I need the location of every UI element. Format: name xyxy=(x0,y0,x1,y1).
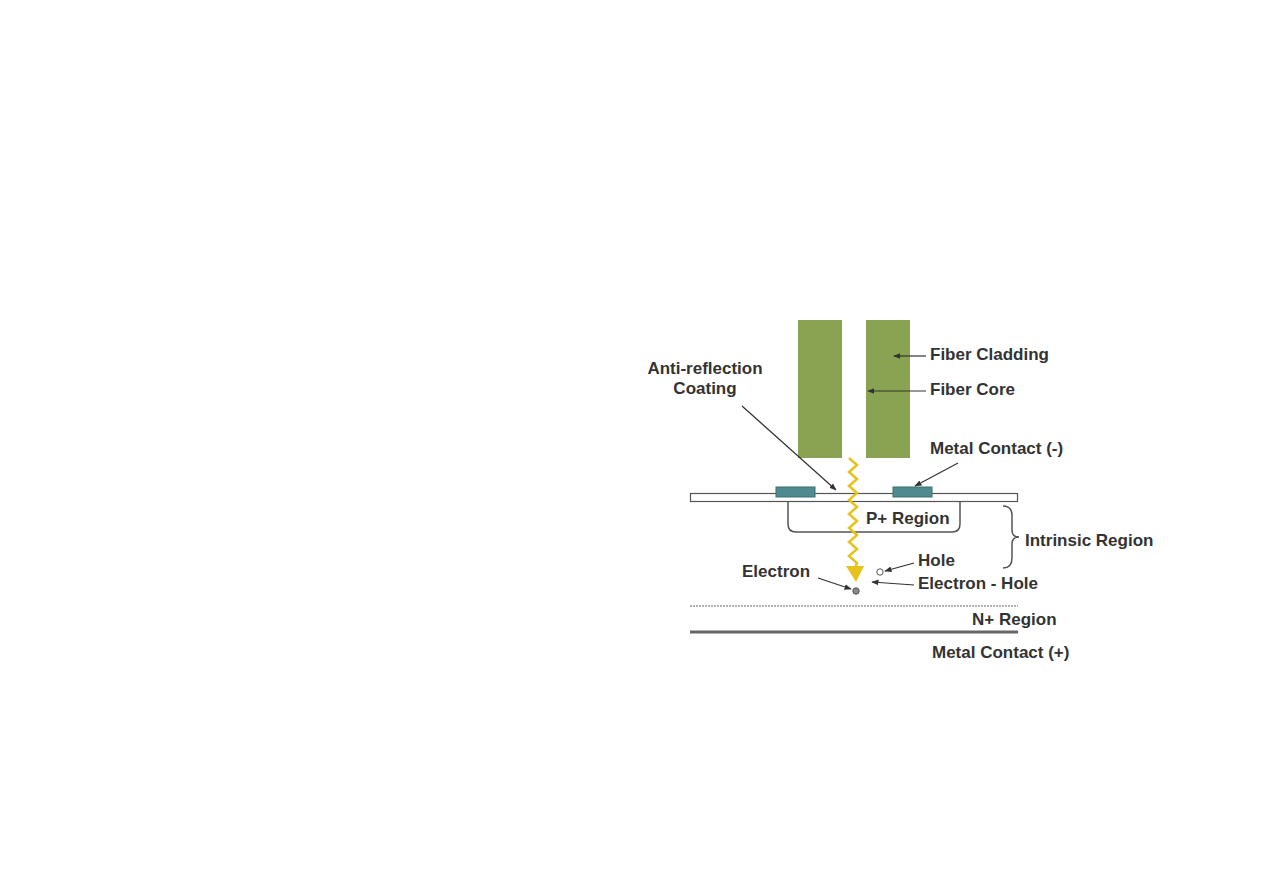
fiber-cladding-right xyxy=(866,320,910,458)
electron-dot xyxy=(853,588,859,594)
part-label: Metal Contact (+) xyxy=(932,643,1069,663)
light-ray-line xyxy=(849,458,857,568)
n-region-boundary xyxy=(690,605,1018,607)
leader-line xyxy=(872,582,914,585)
leader-line xyxy=(894,355,926,356)
fiber-cladding-left xyxy=(798,320,842,458)
part-label: Anti-reflection Coating xyxy=(632,359,778,400)
part-label: Electron xyxy=(742,562,810,582)
fiber-core xyxy=(842,320,866,458)
part-label: N+ Region xyxy=(972,610,1057,630)
leader-line xyxy=(915,463,958,486)
part-label: P+ Region xyxy=(866,509,950,529)
metal-contact-bottom xyxy=(690,631,1018,634)
part-label: Metal Contact (-) xyxy=(930,439,1063,459)
leader-line xyxy=(885,563,914,571)
hole-dot xyxy=(877,569,883,575)
part-label: Fiber Core xyxy=(930,380,1015,400)
metal-contact xyxy=(893,487,932,497)
leader-lines xyxy=(742,356,958,589)
bracket xyxy=(1003,506,1019,568)
part-label: Electron - Hole xyxy=(918,574,1038,594)
leader-line xyxy=(818,578,851,589)
p-region-outline xyxy=(788,502,960,532)
part-label: Hole xyxy=(918,551,955,571)
part-label: Fiber Cladding xyxy=(930,345,1049,365)
leader-line xyxy=(742,406,836,490)
metal-contact xyxy=(776,487,815,497)
light-ray-head xyxy=(846,566,864,582)
leader-line xyxy=(868,390,926,391)
light-ray xyxy=(846,458,864,582)
part-label: Intrinsic Region xyxy=(1025,531,1153,551)
